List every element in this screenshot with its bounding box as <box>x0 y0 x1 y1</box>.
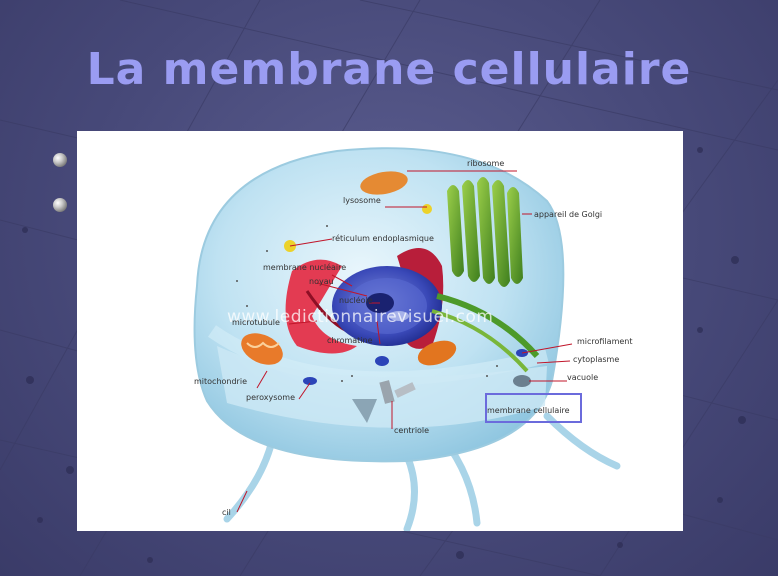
cell-diagram: www.ledictionnairevisuel.com ribosome ly… <box>77 131 683 531</box>
watermark: www.ledictionnairevisuel.com <box>227 307 494 327</box>
cell-illustration <box>193 147 621 531</box>
label-peroxysome: peroxysome <box>246 393 296 402</box>
label-mitochondrie: mitochondrie <box>194 377 247 386</box>
label-appareil-golgi: appareil de Golgi <box>534 210 603 219</box>
label-cil: cil <box>222 508 231 517</box>
label-reticulum: réticulum endoplasmique <box>332 234 434 243</box>
label-nucleole: nucléole <box>339 296 373 305</box>
bullet-point-1 <box>53 153 67 167</box>
bullet-point-2 <box>53 198 67 212</box>
label-cytoplasme: cytoplasme <box>573 355 620 364</box>
label-centriole: centriole <box>394 426 430 435</box>
label-ribosome: ribosome <box>467 159 505 168</box>
label-vacuole: vacuole <box>567 373 599 382</box>
slide-title: La membrane cellulaire <box>86 44 692 95</box>
label-microfilament: microfilament <box>577 337 633 346</box>
label-membrane-nucleaire: membrane nucléaire <box>263 263 347 272</box>
label-chromatine: chromatine <box>327 336 373 345</box>
label-microtubule: microtubule <box>232 318 280 327</box>
label-noyau: noyau <box>309 277 334 286</box>
label-lysosome: lysosome <box>343 196 381 205</box>
highlight-box-membrane-cellulaire <box>485 393 582 423</box>
label-membrane-cellulaire: membrane cellulaire <box>487 406 570 415</box>
